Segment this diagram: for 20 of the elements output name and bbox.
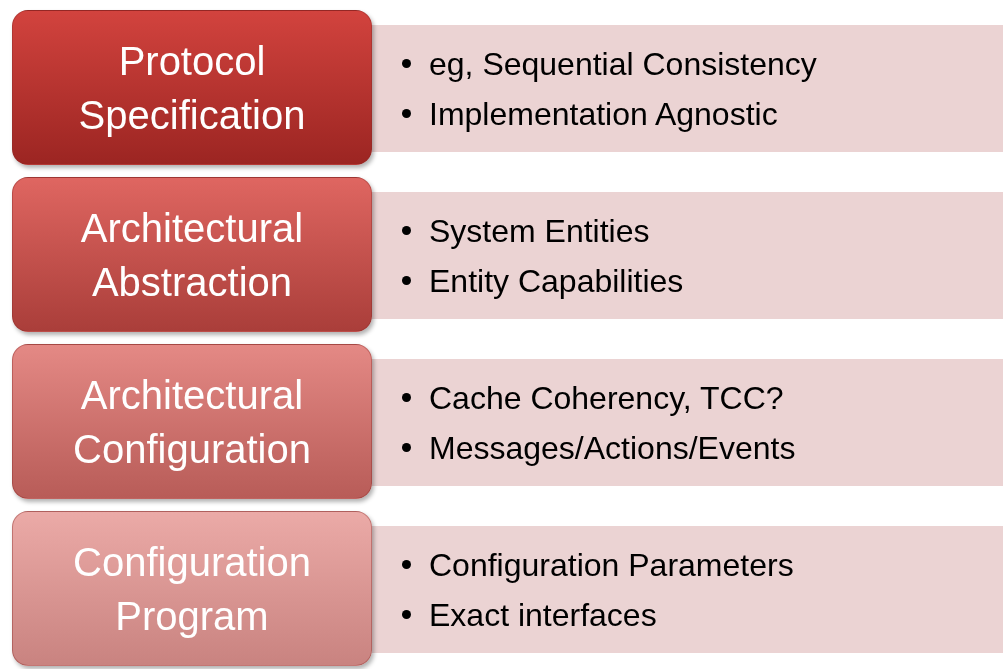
bullet-text: System Entities (429, 211, 650, 250)
bullet-text: Implementation Agnostic (429, 94, 778, 133)
bullet-text: Exact interfaces (429, 595, 657, 634)
bullet-text: Configuration Parameters (429, 545, 794, 584)
process-box (12, 511, 372, 666)
bullet-text: eg, Sequential Consistency (429, 44, 817, 83)
bullet-text: Cache Coherency, TCC? (429, 378, 784, 417)
box-title: Architectural Abstraction (79, 204, 305, 306)
process-box (12, 10, 372, 165)
bullet-text: Entity Capabilities (429, 261, 684, 300)
bullet-text: Messages/Actions/Events (429, 428, 796, 467)
box-title: Architectural Configuration (72, 371, 312, 473)
text-panel (372, 192, 1003, 319)
text-panel (372, 526, 1003, 653)
process-box (12, 344, 372, 499)
box-title: Protocol Specification (77, 37, 307, 139)
process-box (12, 177, 372, 332)
text-panel (372, 25, 1003, 152)
text-panel (372, 359, 1003, 486)
box-title: Configuration Program (72, 538, 312, 640)
